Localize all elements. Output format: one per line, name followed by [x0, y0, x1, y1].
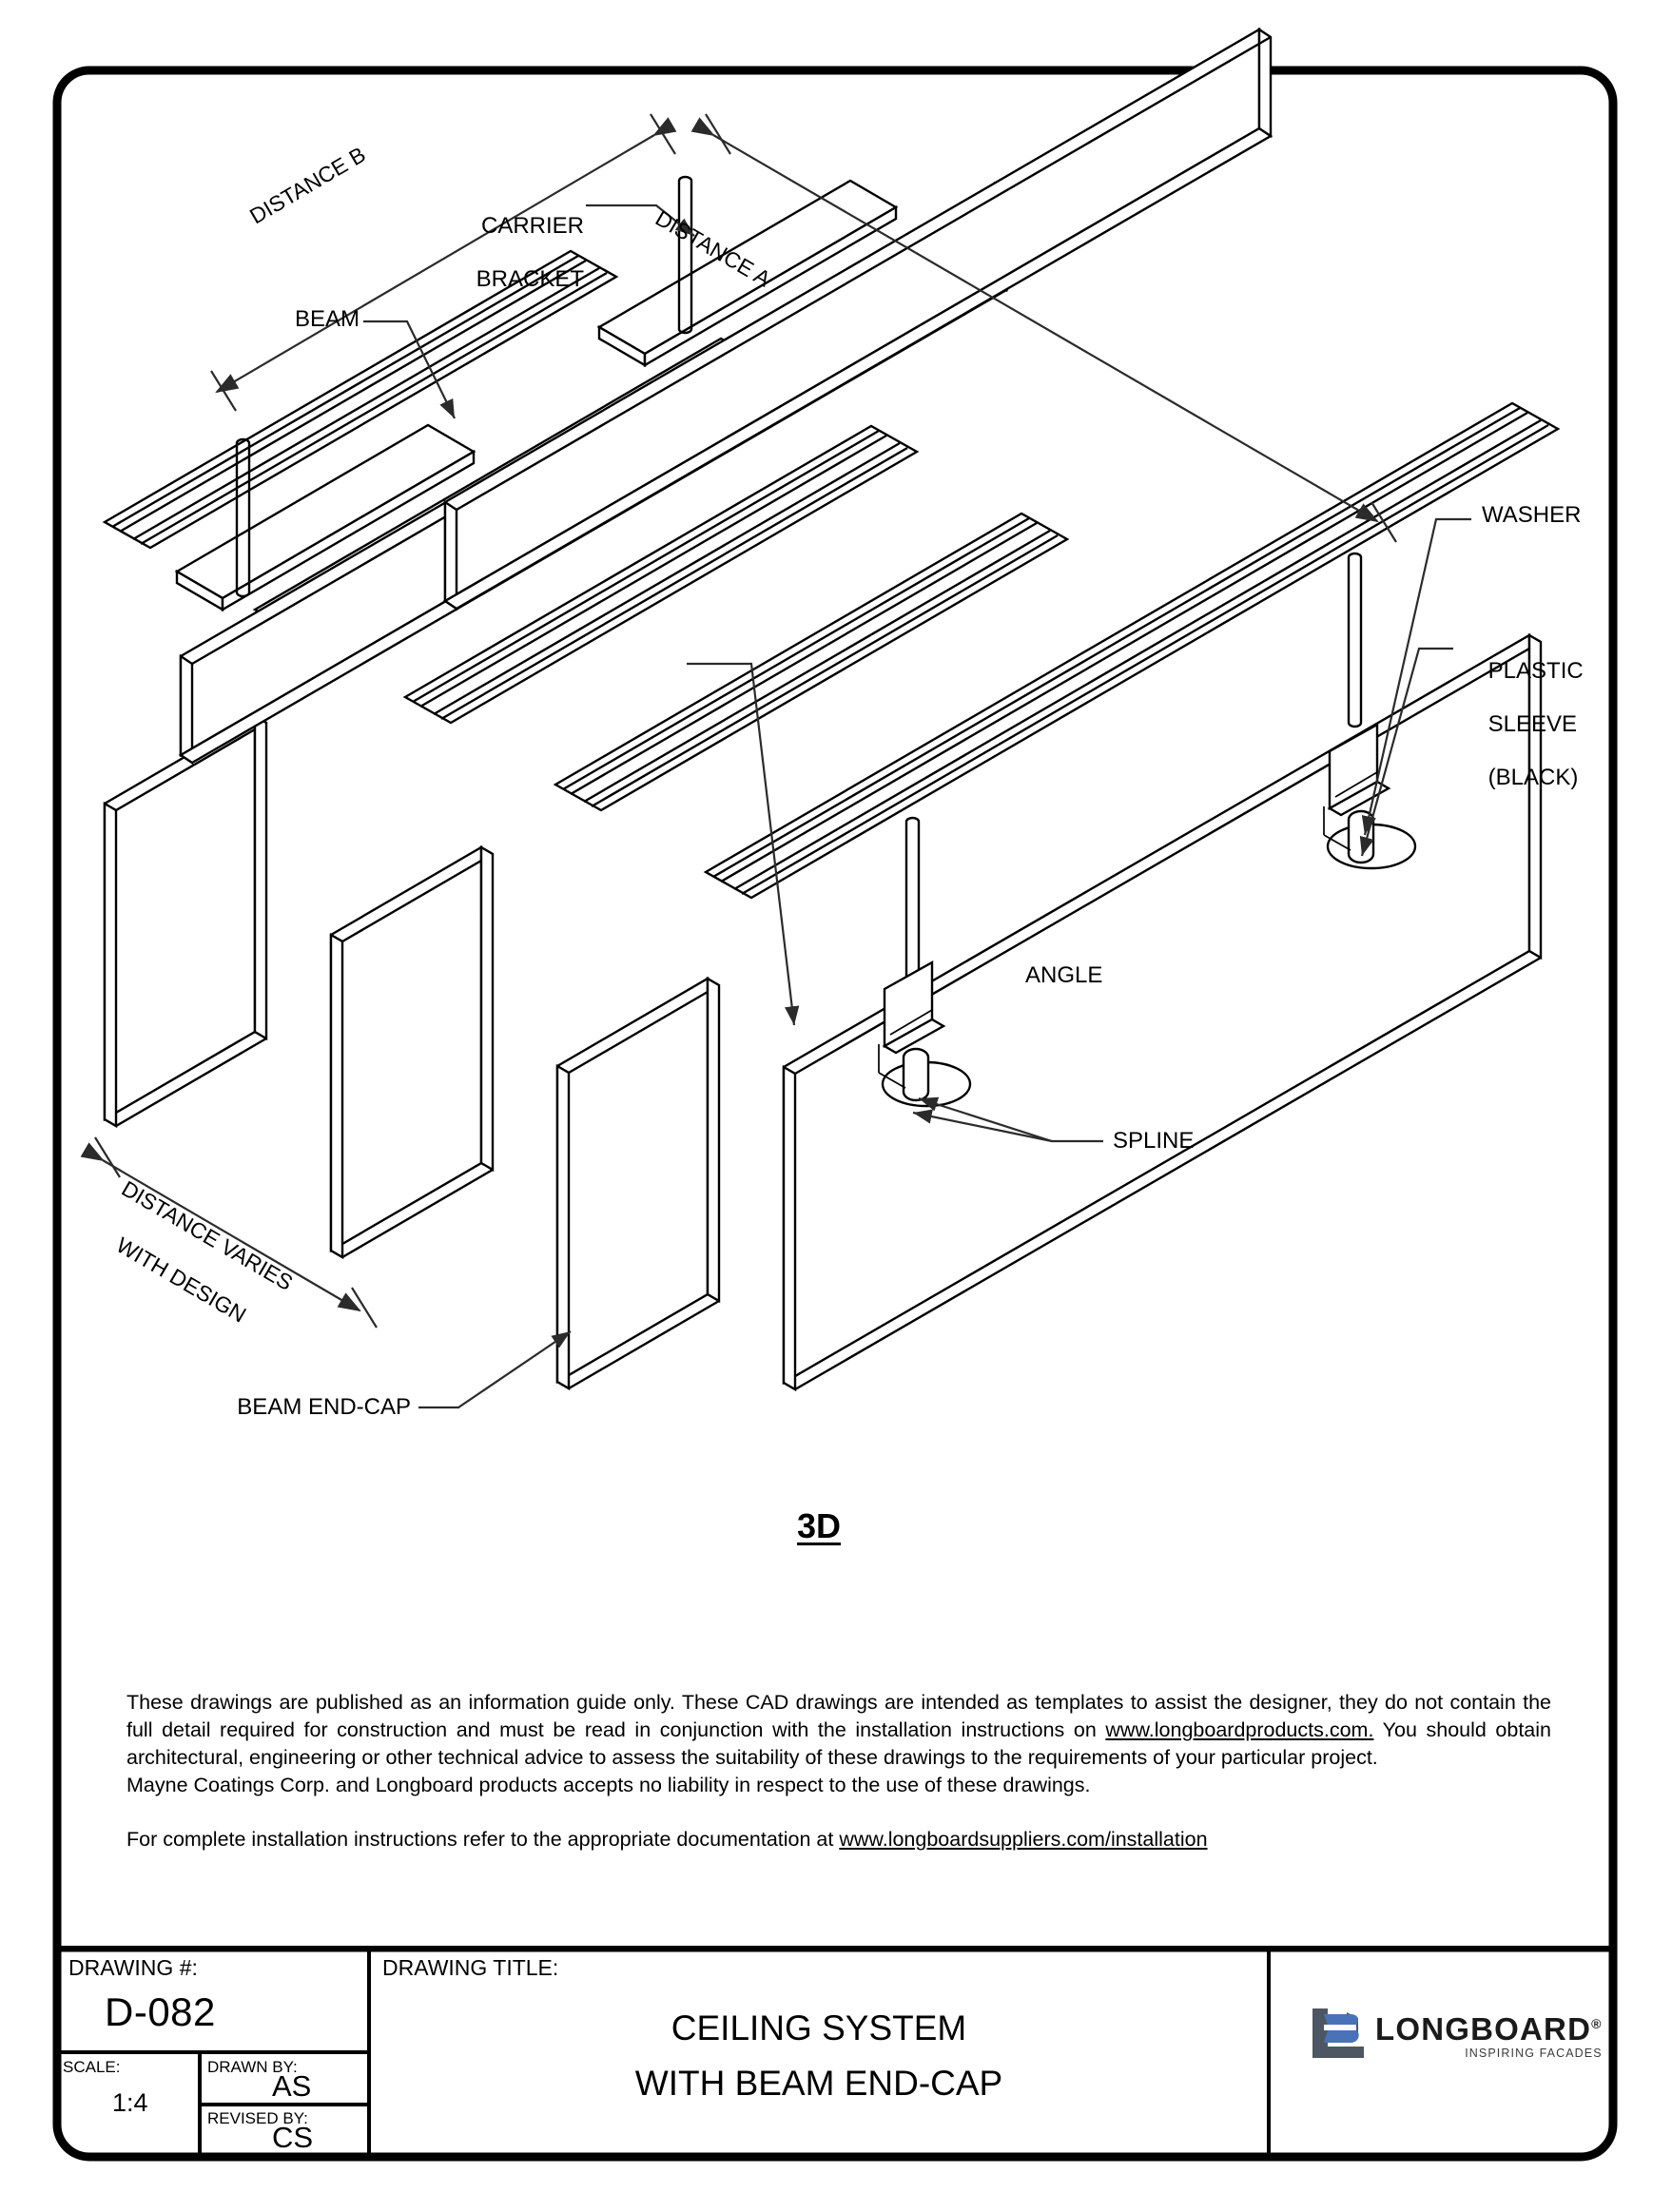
leader-spline-b — [912, 1109, 1053, 1143]
hanger-rod-left — [235, 437, 251, 598]
drawn-by-value: AS — [272, 2069, 312, 2103]
longboardsuppliers-install-link[interactable]: www.longboardsuppliers.com/installation — [839, 1828, 1208, 1851]
dimension-lines — [80, 113, 1397, 1329]
carrier-bracket-line2: BRACKET — [476, 266, 584, 292]
dim-varies-witness-left — [94, 1136, 121, 1178]
disclaimer-block: These drawings are published as an infor… — [126, 1689, 1551, 1853]
dim-distance-b-line — [215, 117, 677, 394]
beam-end-cap-3 — [555, 976, 721, 1391]
scale-value: 1:4 — [112, 2088, 148, 2117]
spline-rail-4 — [553, 512, 1070, 812]
sheet-border — [52, 66, 1618, 2162]
leader-washer — [1361, 517, 1471, 836]
dim-varies-line — [80, 1142, 361, 1312]
leader-lines — [363, 204, 1471, 1409]
drawing-number-label: DRAWING #: — [68, 1955, 198, 1980]
label-washer: WASHER — [1482, 502, 1582, 528]
leader-carrier-bracket — [586, 204, 695, 237]
label-plastic-sleeve: PLASTIC SLEEVE (BLACK) — [1463, 631, 1584, 818]
carrier-bracket-line1: CARRIER — [480, 213, 584, 239]
drawing-title-label: DRAWING TITLE: — [382, 1955, 559, 1980]
disclaimer-p3-part1: For complete installation instructions r… — [126, 1828, 840, 1851]
beam-end-cap-4 — [782, 632, 1543, 1392]
spline-rail-5 — [703, 401, 1561, 900]
label-spline: SPLINE — [1113, 1128, 1195, 1154]
leader-angle — [687, 662, 800, 1026]
leader-beam-end-cap — [418, 1330, 572, 1409]
disclaimer-paragraph-1: These drawings are published as an infor… — [126, 1689, 1551, 1772]
drawing-title-line-2: WITH BEAM END-CAP — [634, 2064, 1003, 2103]
revised-by-label: REVISED BY: — [207, 2109, 308, 2127]
connection-detail-center — [878, 960, 972, 1108]
longboard-logo-mark — [1312, 2008, 1364, 2058]
hanger-rod-right — [1347, 552, 1363, 728]
plastic-sleeve-line2: SLEEVE — [1487, 711, 1578, 737]
drawing-number-value: D-082 — [105, 1989, 216, 2034]
hanger-rod-center — [904, 816, 921, 993]
drawing-title-value: CEILING SYSTEM WITH BEAM END-CAP — [369, 2001, 1269, 2111]
longboard-logo: LONGBOARD® INSPIRING FACADES — [1269, 1946, 1615, 2157]
revised-by-value: CS — [272, 2121, 314, 2154]
label-beam-end-cap: BEAM END-CAP — [237, 1394, 411, 1420]
registered-trademark-icon: ® — [1591, 2015, 1603, 2031]
dim-b-witness-left — [210, 370, 237, 412]
disclaimer-paragraph-2: Mayne Coatings Corp. and Longboard produ… — [126, 1774, 1091, 1796]
title-block-rules — [55, 1946, 1615, 2157]
longboardproducts-link[interactable]: www.longboardproducts.com. — [1105, 1718, 1374, 1741]
scale-label: SCALE: — [63, 2058, 121, 2076]
disclaimer-paragraph-3: For complete installation instructions r… — [126, 1826, 1551, 1853]
longboard-tagline: INSPIRING FACADES — [1465, 2046, 1603, 2060]
longboard-wordmark: LONGBOARD® — [1375, 2008, 1603, 2046]
carrier-bracket-left — [174, 423, 476, 612]
drawn-by-label: DRAWN BY: — [207, 2058, 298, 2076]
plastic-sleeve-line3: (BLACK) — [1487, 765, 1579, 790]
longboard-word-text: LONGBOARD — [1375, 2010, 1592, 2047]
dim-a-witness-left — [705, 113, 731, 155]
dim-varies-witness-right — [351, 1287, 378, 1329]
beam-end-cap-2 — [329, 844, 495, 1260]
label-beam: BEAM — [294, 306, 360, 332]
beam-end-cap-1 — [103, 713, 268, 1129]
leader-plastic-sleeve — [1359, 647, 1453, 857]
disclaimer-p1-part2: You should obtain architectural, enginee… — [126, 1718, 1551, 1769]
view-caption-3d: 3D — [797, 1506, 842, 1545]
drawing-title-line-1: CEILING SYSTEM — [671, 2008, 967, 2047]
label-angle: ANGLE — [1025, 962, 1103, 988]
dim-a-witness-right — [1371, 501, 1397, 543]
label-carrier-bracket: CARRIER BRACKET — [320, 186, 584, 320]
disclaimer-p1-part1: These drawings are published as an infor… — [126, 1691, 1551, 1741]
disclaimer-spacer — [126, 1799, 1551, 1826]
dim-b-witness-right — [650, 113, 676, 155]
plastic-sleeve-line1: PLASTIC — [1487, 658, 1584, 684]
dim-distance-a-line — [690, 117, 1379, 523]
title-block: DRAWING #: D-082 SCALE: 1:4 DRAWN BY: AS… — [55, 1946, 1615, 2157]
leader-beam — [363, 320, 456, 419]
